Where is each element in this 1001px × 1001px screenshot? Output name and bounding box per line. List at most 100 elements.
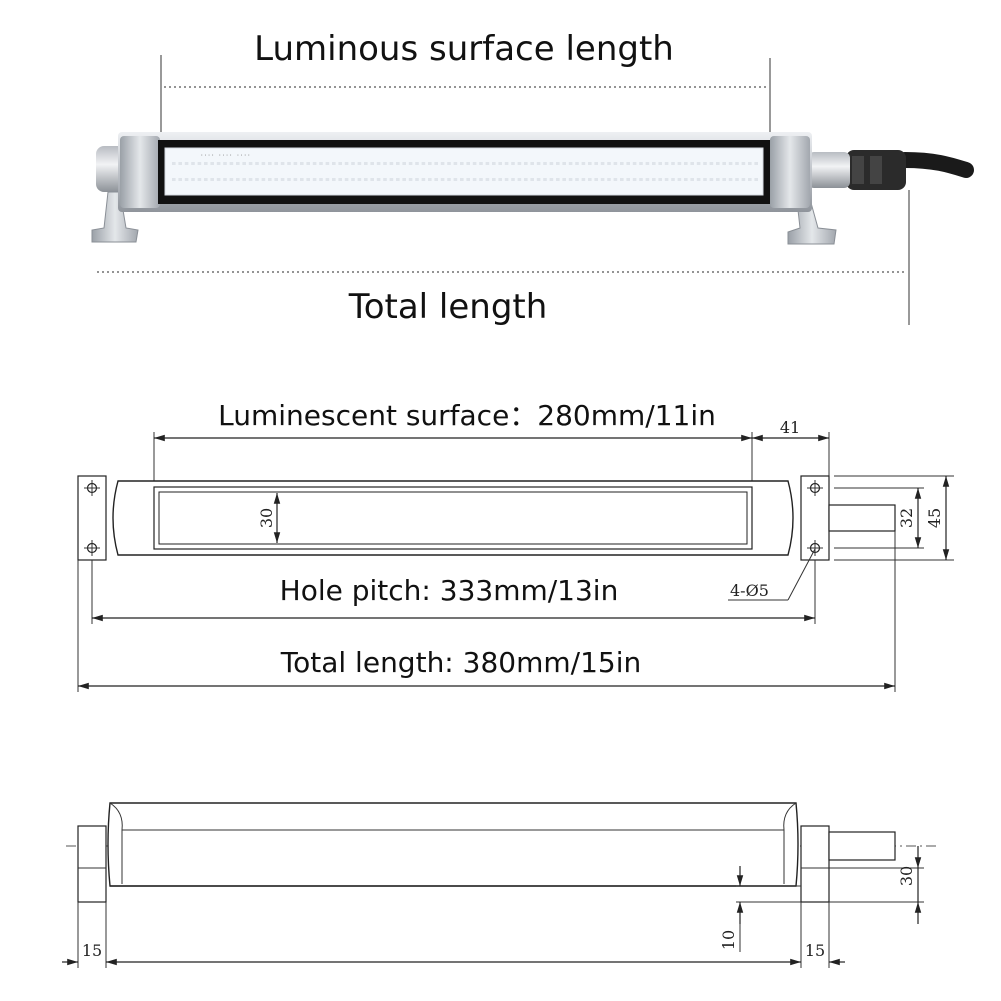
led-chip	[312, 162, 317, 165]
luminous-window-inner	[158, 491, 748, 545]
led-chip	[332, 162, 336, 165]
led-chip	[524, 178, 528, 181]
led-chip	[421, 178, 426, 181]
led-chip	[184, 162, 189, 165]
led-chip	[684, 162, 688, 165]
led-chip	[594, 162, 598, 165]
led-chip	[543, 162, 547, 165]
led-chip	[344, 162, 349, 165]
led-chip	[300, 162, 304, 165]
led-chip	[530, 178, 534, 181]
led-chip	[722, 162, 726, 165]
led-chip	[402, 162, 406, 165]
led-chip	[492, 178, 496, 181]
led-chip	[716, 178, 720, 181]
led-chip	[556, 162, 560, 165]
dim-15-right: 15	[805, 941, 825, 960]
led-chip	[287, 178, 291, 181]
led-chip	[754, 162, 758, 165]
led-chip	[325, 162, 330, 165]
led-chip	[172, 178, 176, 181]
led-chip	[600, 162, 605, 165]
lamp-photo: Luminous surface length ···· ···· ···· T…	[91, 29, 974, 327]
led-chip	[549, 178, 554, 181]
led-chip	[268, 178, 272, 181]
led-chip	[351, 178, 355, 181]
led-chip	[274, 162, 278, 165]
led-chip	[242, 178, 246, 181]
dim-41: 41	[780, 418, 800, 437]
led-chip	[511, 162, 515, 165]
led-chip	[408, 178, 413, 181]
led-chip	[709, 178, 714, 181]
led-chip	[332, 178, 336, 181]
led-chip	[338, 178, 342, 181]
led-chip	[568, 178, 573, 181]
led-chip	[351, 162, 355, 165]
led-chip	[568, 162, 573, 165]
led-chip	[434, 178, 438, 181]
right-end-cap	[770, 136, 810, 208]
led-chip	[626, 178, 630, 181]
led-chip	[428, 162, 432, 165]
led-chip	[626, 162, 630, 165]
dim-32: 32	[897, 508, 916, 528]
led-chip	[562, 162, 566, 165]
led-chip	[511, 178, 515, 181]
led-chip	[408, 162, 413, 165]
led-chip	[191, 162, 195, 165]
side-right-bracket	[800, 825, 830, 903]
led-chip	[594, 178, 598, 181]
led-chip	[741, 178, 746, 181]
led-chip	[588, 178, 592, 181]
led-chip	[236, 178, 240, 181]
led-chip	[447, 162, 451, 165]
led-chip	[460, 178, 464, 181]
led-chip	[620, 162, 624, 165]
led-chip	[466, 178, 470, 181]
led-chip	[370, 162, 374, 165]
led-chip	[364, 162, 368, 165]
led-chip	[581, 178, 586, 181]
led-chip	[402, 178, 406, 181]
led-chip	[280, 178, 285, 181]
led-chip	[210, 162, 214, 165]
led-chip	[428, 178, 432, 181]
led-chip	[472, 178, 477, 181]
led-chip	[613, 162, 618, 165]
led-chip	[696, 162, 701, 165]
led-chip	[632, 162, 637, 165]
front-view-drawing: Luminescent surface：280mm/11in 41 30	[77, 399, 954, 692]
led-chip	[690, 178, 694, 181]
holes-callout: 4-Ø5	[730, 581, 769, 600]
led-chip	[498, 162, 502, 165]
total-length-front-label: Total length: 380mm/15in	[280, 646, 641, 679]
led-chip	[376, 162, 381, 165]
led-chip	[716, 162, 720, 165]
led-chip	[690, 162, 694, 165]
led-chip	[664, 162, 669, 165]
right-cylinder-connector	[808, 152, 850, 188]
hole-pitch-label: Hole pitch: 333mm/13in	[280, 574, 619, 607]
dim-45: 45	[925, 508, 944, 528]
led-chip	[274, 178, 278, 181]
led-chip	[460, 162, 464, 165]
led-chip	[319, 162, 323, 165]
led-chip	[204, 162, 208, 165]
led-chip	[357, 162, 362, 165]
led-chip	[607, 162, 611, 165]
led-chip	[600, 178, 605, 181]
led-chip	[191, 178, 195, 181]
led-chip	[415, 162, 419, 165]
led-chip	[389, 178, 394, 181]
led-chip	[306, 178, 310, 181]
led-chip	[498, 178, 502, 181]
led-chip	[671, 178, 675, 181]
led-chip	[664, 178, 669, 181]
led-chip	[248, 162, 253, 165]
led-chip	[440, 178, 445, 181]
led-chip	[415, 178, 419, 181]
led-chip	[229, 162, 234, 165]
led-chip	[255, 178, 259, 181]
